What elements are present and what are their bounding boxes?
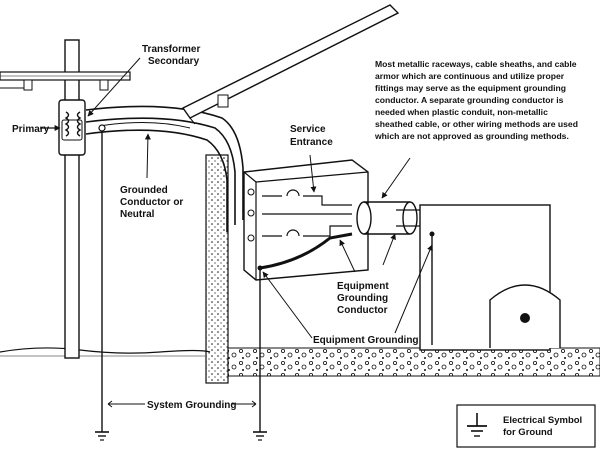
equipment-ground-wire — [259, 231, 435, 432]
equipment-enclosure — [419, 204, 561, 351]
ground-icon — [253, 431, 267, 441]
svg-text:conductor. A separate groundi: conductor. A separate grounding conducto… — [375, 95, 564, 105]
equipment-grounding-label: Equipment Grounding — [313, 335, 419, 346]
svg-text:sheathed cable, or other wirin: sheathed cable, or other wiring methods … — [375, 119, 578, 129]
utility-pole — [0, 39, 131, 359]
ground-icon — [467, 413, 487, 437]
leader-lines — [52, 57, 433, 408]
svg-text:needed when plastic conduit, n: needed when plastic conduit, non-metalli… — [375, 107, 548, 117]
egc-label: Conductor — [337, 305, 388, 316]
roof — [181, 4, 400, 125]
house-wall — [205, 154, 229, 384]
svg-text:Most metallic raceways, cable: Most metallic raceways, cable sheaths, a… — [375, 59, 577, 69]
system-grounding-label: System Grounding — [147, 400, 236, 411]
svg-text:fittings may serve as the equi: fittings may serve as the equipment grou… — [375, 83, 566, 93]
svg-text:armor which are continuous and: armor which are continuous and utilize p… — [375, 71, 565, 81]
primary-label: Primary — [12, 124, 50, 135]
grounded-conductor-label: Neutral — [120, 209, 155, 220]
service-entrance-label: Entrance — [290, 137, 333, 148]
service-entrance-panel — [243, 159, 369, 281]
pole-ground-wire — [98, 124, 106, 432]
ground-surface — [0, 347, 600, 377]
conduit — [356, 201, 420, 235]
ground-symbol-legend: Electrical Symbol for Ground — [456, 404, 596, 448]
transformer-coil-icon — [64, 111, 82, 137]
legend-label: for Ground — [503, 427, 553, 438]
svg-text:which are not approved as grou: which are not approved as grounding meth… — [374, 131, 569, 141]
egc-label: Grounding — [337, 293, 388, 304]
ground-icon — [95, 431, 109, 441]
legend-label: Electrical Symbol — [503, 415, 582, 426]
service-entrance-label: Service — [290, 124, 326, 135]
egc-label: Equipment — [337, 281, 389, 292]
note-text: Most metallic raceways, cable sheaths, a… — [374, 59, 578, 141]
grounded-conductor-label: Conductor or — [120, 197, 183, 208]
transformer-label: Transformer — [142, 44, 200, 55]
transformer-secondary-label: Secondary — [148, 56, 200, 67]
grounded-conductor-label: Grounded — [120, 185, 168, 196]
